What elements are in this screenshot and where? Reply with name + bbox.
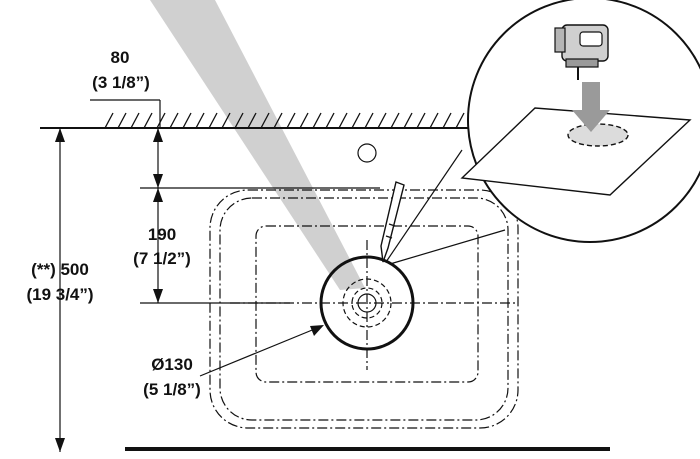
hatch-mark [195, 112, 205, 129]
hatch-mark [299, 112, 309, 129]
hatch-mark [234, 112, 244, 129]
arrow-down-icon [572, 82, 610, 132]
cut-mark [567, 123, 629, 147]
hatch-mark [169, 112, 179, 129]
hatch-mark [390, 112, 400, 129]
pencil-icon [380, 181, 405, 263]
cut-circle [319, 255, 415, 351]
hole-diameter-inch-label: (5 1/8”) [143, 380, 201, 399]
depth-mm-label: (**) 500 [31, 260, 89, 279]
magnifier-detail [460, 0, 700, 243]
dimension-depth-line [55, 128, 65, 452]
hatch-mark [416, 112, 426, 129]
light-beam [150, 0, 365, 290]
hole-diameter-mm-label: Ø130 [151, 355, 193, 374]
hole-offset-inch-label: (7 1/2”) [133, 249, 191, 268]
hatch-mark [286, 112, 296, 129]
hatch-mark [351, 112, 361, 129]
hatch-mark [325, 112, 335, 129]
hatch-mark [208, 112, 218, 129]
diameter-leader [199, 325, 324, 377]
hatch-mark [260, 112, 270, 129]
top-offset-inch-label: (3 1/8”) [92, 73, 150, 92]
hatch-mark [338, 112, 348, 129]
hatch-mark [364, 112, 374, 129]
dimension-top-offset-line [140, 128, 380, 189]
hatch-mark [156, 112, 166, 129]
hatch-mark [273, 112, 283, 129]
wall-hatching [40, 112, 478, 129]
hatch-mark [247, 112, 257, 129]
hatch-mark [130, 112, 140, 129]
hatch-mark [117, 112, 127, 129]
dimension-hole-offset-line [140, 188, 290, 304]
hatch-mark [104, 112, 114, 129]
hatch-mark [182, 112, 192, 129]
hatch-mark [429, 112, 439, 129]
drain-hole [342, 278, 392, 328]
hatch-mark [143, 112, 153, 129]
center-lines [230, 240, 518, 370]
hatch-mark [442, 112, 452, 129]
magnifier-connector [385, 149, 506, 265]
hatch-mark [221, 112, 231, 129]
hole-offset-mm-label: 190 [148, 225, 176, 244]
jigsaw-icon [554, 24, 609, 80]
top-offset-mm-label: 80 [111, 48, 130, 67]
sink-outline [209, 189, 519, 429]
hatch-mark [403, 112, 413, 129]
depth-inch-label: (19 3/4”) [26, 285, 93, 304]
countertop-plate [460, 107, 692, 196]
hatch-mark [455, 112, 465, 129]
hatch-mark [312, 112, 322, 129]
faucet-hole [357, 143, 377, 163]
hatch-mark [377, 112, 387, 129]
